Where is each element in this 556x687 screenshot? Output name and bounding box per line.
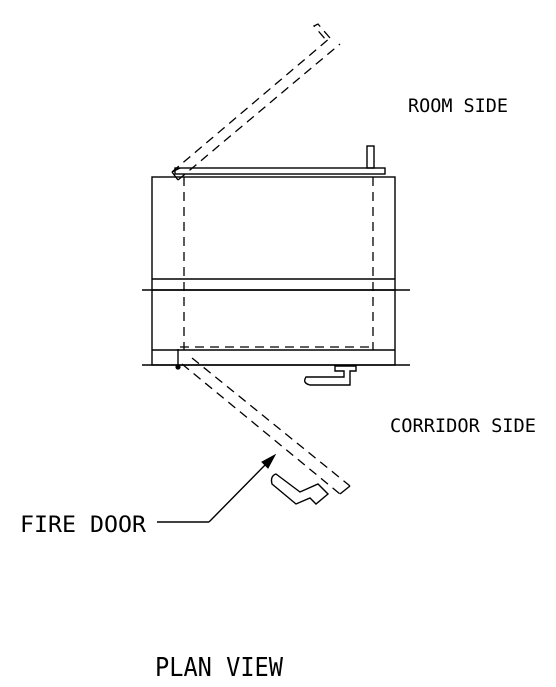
corridor-lever-handle	[303, 365, 357, 386]
fire-door-swing	[175, 349, 351, 495]
fire-door-leader	[157, 453, 277, 523]
corridor-side-label: CORRIDOR SIDE	[390, 415, 536, 437]
room-door-swing	[171, 23, 341, 181]
door-closer-bar	[174, 145, 386, 175]
hidden-outline	[180, 177, 374, 350]
cabinet-body	[151, 176, 396, 366]
room-side-label: ROOM SIDE	[408, 95, 508, 117]
fire-door-label: FIRE DOOR	[20, 513, 147, 538]
plan-view-title: PLAN VIEW	[155, 653, 283, 683]
fire-door-lever-handle	[270, 473, 330, 505]
wall-lines	[142, 289, 410, 366]
